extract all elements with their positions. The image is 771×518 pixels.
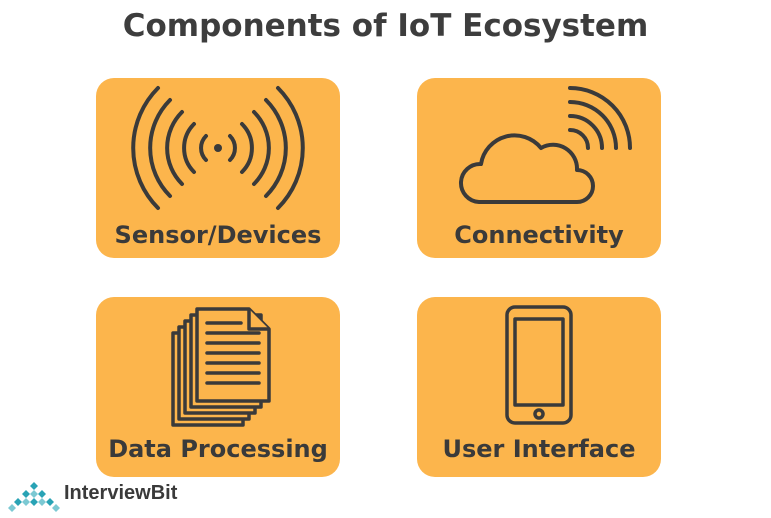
- brand-name-part1: Interview: [64, 482, 151, 504]
- card-sensor-devices: Sensor/Devices: [96, 78, 340, 258]
- card-data-processing: Data Processing: [96, 297, 340, 477]
- card-label: Connectivity: [454, 221, 624, 249]
- brand-logo: InterviewBit: [8, 480, 248, 512]
- brand-name-part2: Bit: [150, 482, 178, 504]
- brand-name: InterviewBit: [64, 482, 177, 505]
- cloud-wifi-icon: [458, 86, 632, 204]
- smartphone-icon: [505, 305, 573, 425]
- documents-stack-icon: [171, 307, 271, 427]
- card-label: User Interface: [442, 435, 636, 463]
- brand-diamond-icon: [8, 482, 60, 512]
- diagram-title: Components of IoT Ecosystem: [122, 8, 649, 44]
- signal-waves-icon: [131, 86, 305, 210]
- card-label: Data Processing: [108, 435, 328, 463]
- card-label: Sensor/Devices: [114, 221, 322, 249]
- card-connectivity: Connectivity: [417, 78, 661, 258]
- card-user-interface: User Interface: [417, 297, 661, 477]
